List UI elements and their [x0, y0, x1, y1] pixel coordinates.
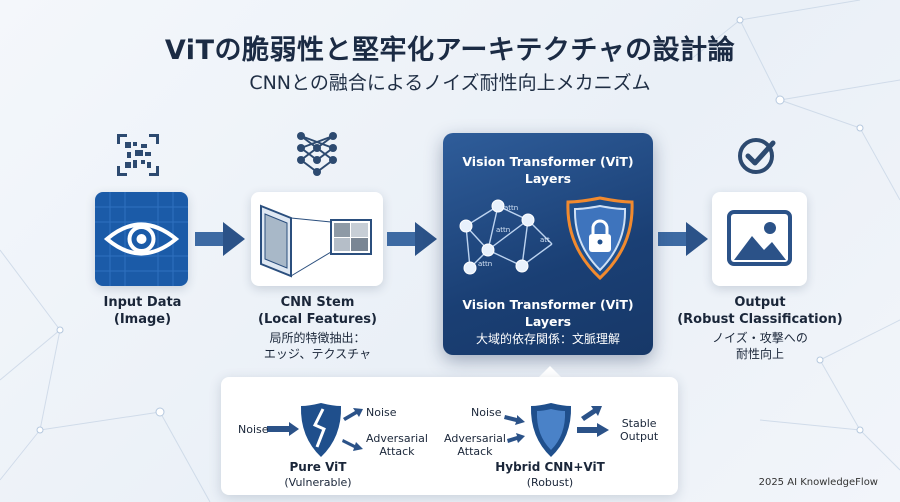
attn-edge-label-2: attn	[496, 226, 510, 234]
flow-arrow-1	[195, 222, 245, 256]
attention-graph: attn attn attn att	[459, 196, 634, 281]
pure-noise-out-label: Noise	[366, 406, 397, 419]
eye-icon	[95, 192, 188, 286]
attn-edge-label-1: attn	[504, 204, 518, 212]
callout-notch	[538, 366, 562, 378]
output-label-line2: (Robust Classification)	[677, 312, 843, 327]
output-description-line1: ノイズ・攻撃への	[712, 331, 808, 345]
output-description-line2: 耐性向上	[735, 347, 784, 361]
vit-title-bottom-line1: Vision Transformer (ViT)	[462, 297, 634, 312]
output-description: ノイズ・攻撃への 耐性向上	[672, 330, 848, 362]
vit-title-top-line2: Layers	[524, 171, 572, 186]
hybrid-result-label: Stable Output	[620, 417, 658, 443]
image-icon	[727, 210, 792, 266]
cnn-description-line2: エッジ、テクスチャ	[263, 347, 372, 361]
attn-edge-label-3: attn	[478, 260, 492, 268]
cnn-label-line2: (Local Features)	[258, 312, 377, 327]
output-card	[712, 192, 807, 286]
flow-arrow-2	[387, 222, 437, 256]
vit-title-bottom: Vision Transformer (ViT) Layers	[443, 296, 653, 330]
pure-vit-name: Pure ViT	[289, 460, 347, 474]
output-label: Output (Robust Classification)	[672, 294, 848, 328]
conv-filter-icon	[260, 204, 372, 278]
vit-title-top: Vision Transformer (ViT) Layers	[443, 153, 653, 187]
hybrid-name: Hybrid CNN+ViT	[495, 460, 605, 474]
hybrid-state: (Robust)	[526, 476, 574, 489]
input-label-line2: (Image)	[113, 312, 172, 327]
footer-credit: 2025 AI KnowledgeFlow	[758, 477, 878, 488]
robust-shield-icon	[530, 403, 572, 457]
pure-noise-label: Noise	[238, 423, 269, 436]
pure-adversarial-line1: Adversarial	[366, 432, 428, 445]
cnn-description: 局所的特徴抽出： エッジ、テクスチャ	[240, 330, 395, 362]
pure-vit-state: (Vulnerable)	[284, 476, 352, 489]
flow-arrow-3	[658, 222, 708, 256]
cnn-stem-card	[251, 192, 383, 286]
hybrid-adversarial-line2: Attack	[457, 445, 493, 458]
attn-edge-label-4: att	[540, 236, 550, 244]
comparison-panel	[221, 377, 678, 495]
output-label-line1: Output	[734, 295, 786, 310]
cnn-description-line1: 局所的特徴抽出：	[269, 331, 366, 345]
page-subtitle: CNNとの融合によるノイズ耐性向上メカニズム	[249, 72, 651, 94]
hybrid-noise-label: Noise	[471, 406, 502, 419]
cnn-label: CNN Stem (Local Features)	[240, 294, 395, 328]
neural-network-icon	[297, 132, 337, 176]
input-label-line1: Input Data	[103, 295, 182, 310]
pure-adversarial-label: Adversarial Attack	[366, 432, 428, 458]
input-data-card	[95, 192, 188, 286]
hybrid-result-line2: Output	[620, 430, 659, 443]
cnn-label-line1: CNN Stem	[280, 295, 355, 310]
vit-description: 大域的依存関係：文脈理解	[475, 332, 620, 346]
vit-title-top-line1: Vision Transformer (ViT)	[462, 154, 634, 169]
pure-adversarial-line2: Attack	[379, 445, 415, 458]
page-title: ViTの脆弱性と堅牢化アーキテクチャの設計論	[164, 35, 736, 66]
qr-scan-icon	[117, 134, 159, 176]
hybrid-adversarial-line1: Adversarial	[444, 432, 506, 445]
shield-lock-icon	[566, 196, 634, 281]
input-label: Input Data (Image)	[70, 294, 215, 328]
check-circle-icon	[738, 138, 776, 174]
hybrid-result-line1: Stable	[621, 417, 657, 430]
vit-title-bottom-line2: Layers	[524, 314, 572, 329]
broken-shield-icon	[300, 403, 342, 457]
comparison-graphics	[267, 403, 609, 457]
hybrid-adversarial-label: Adversarial Attack	[444, 432, 506, 458]
